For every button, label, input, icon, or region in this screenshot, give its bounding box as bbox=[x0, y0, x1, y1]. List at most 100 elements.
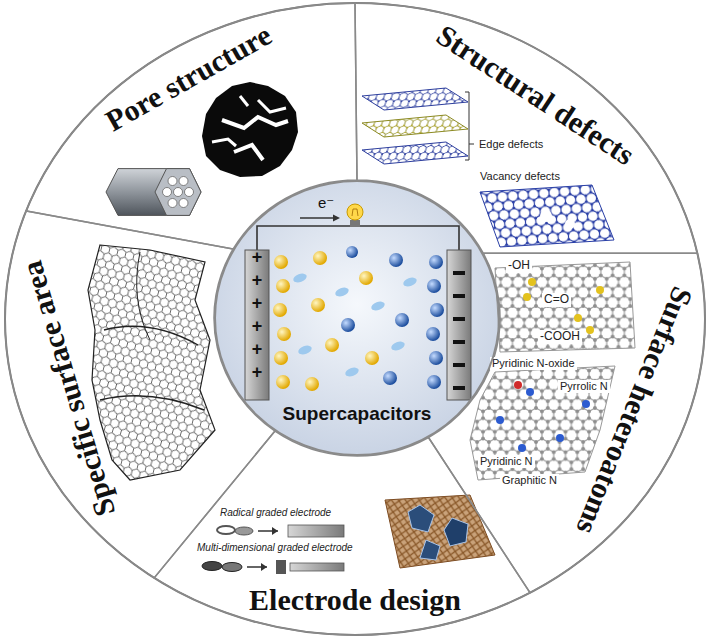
hexagonal-prism bbox=[106, 169, 201, 216]
ions bbox=[325, 338, 339, 352]
crumpled-graphene bbox=[137, 252, 150, 340]
vacancy-sheet bbox=[480, 185, 614, 247]
porous-particle bbox=[212, 139, 236, 146]
vacancy-sheet bbox=[480, 185, 614, 247]
callout-label: Graphitic N bbox=[500, 474, 559, 487]
ions bbox=[311, 298, 325, 312]
electrode-bars bbox=[453, 317, 465, 321]
graded-electrodes bbox=[276, 560, 286, 574]
ions bbox=[427, 279, 441, 293]
hexagonal-prism bbox=[106, 169, 201, 216]
ions bbox=[402, 276, 418, 288]
oxygen-graphene bbox=[574, 314, 582, 322]
mesh-electrode bbox=[385, 495, 495, 568]
electrode-bars bbox=[453, 294, 465, 298]
plus-sign: + bbox=[252, 340, 263, 360]
ions bbox=[395, 313, 409, 327]
ions bbox=[430, 303, 444, 317]
graded-electrodes bbox=[261, 563, 267, 571]
porous-particle bbox=[240, 96, 248, 106]
mesh-electrode bbox=[385, 495, 495, 568]
plus-sign: + bbox=[252, 271, 263, 291]
callout-label: Edge defects bbox=[477, 138, 545, 151]
crumpled-graphene bbox=[88, 245, 215, 480]
plus-sign: + bbox=[252, 363, 263, 383]
mesh-electrode bbox=[444, 518, 468, 546]
graphene-layers bbox=[465, 92, 474, 160]
light-bulb bbox=[347, 204, 363, 227]
ions bbox=[426, 327, 440, 341]
crumpled-graphene bbox=[100, 396, 204, 410]
oxygen-graphene bbox=[495, 262, 635, 352]
ions bbox=[273, 303, 287, 317]
light-bulb bbox=[350, 220, 360, 227]
porous-particle bbox=[258, 100, 286, 112]
callout-label: -OH bbox=[506, 259, 532, 273]
graded-electrodes bbox=[217, 526, 235, 534]
ions bbox=[429, 351, 443, 365]
nitrogen-graphene bbox=[470, 366, 615, 480]
ions bbox=[390, 340, 406, 352]
sector-title: Pore structure bbox=[100, 19, 276, 137]
ions bbox=[370, 300, 386, 312]
hexagonal-prism bbox=[168, 177, 177, 186]
ions bbox=[297, 344, 313, 356]
graphene-layers bbox=[362, 88, 468, 110]
porous-particle bbox=[202, 82, 298, 177]
sector-outline bbox=[154, 431, 530, 635]
callout-label: Pyridinic N-oxide bbox=[490, 357, 577, 370]
nitrogen-graphene bbox=[556, 434, 564, 442]
electrode-bars bbox=[447, 250, 471, 400]
hexagonal-prism bbox=[163, 188, 172, 197]
callout-label: Pyrrolic N bbox=[558, 380, 610, 393]
callout-label: Vacancy defects bbox=[478, 170, 562, 183]
sector-title: Surface heteroatoms bbox=[571, 283, 699, 539]
hexagonal-prism bbox=[185, 188, 194, 197]
plus-sign: + bbox=[252, 317, 263, 337]
circle-outline bbox=[215, 181, 499, 455]
ions bbox=[427, 375, 441, 389]
ions bbox=[346, 246, 358, 258]
sector-title: Electrode design bbox=[249, 584, 461, 616]
hexagonal-prism bbox=[168, 199, 177, 208]
ions bbox=[274, 255, 288, 269]
wheel-ground bbox=[5, 3, 705, 635]
graded-electrodes bbox=[290, 563, 344, 571]
hexagonal-prism bbox=[179, 199, 188, 208]
crumpled-graphene bbox=[88, 245, 215, 480]
ions bbox=[365, 351, 379, 365]
graded-electrodes bbox=[288, 525, 344, 537]
ions bbox=[389, 253, 403, 267]
nitrogen-graphene bbox=[496, 416, 504, 424]
graded-electrodes bbox=[235, 527, 253, 535]
porous-particle bbox=[222, 117, 288, 128]
graded-electrodes bbox=[222, 563, 242, 572]
device-title: Supercapacitors bbox=[283, 404, 432, 425]
porous-particle bbox=[202, 82, 298, 177]
ions bbox=[341, 318, 355, 332]
circuit-wire bbox=[300, 217, 336, 218]
ions bbox=[359, 271, 373, 285]
vacancy-sheet bbox=[540, 210, 552, 222]
sector-outline bbox=[5, 211, 275, 578]
ions bbox=[313, 251, 327, 265]
hexagonal-prism bbox=[155, 169, 201, 216]
circuit-wire bbox=[333, 215, 340, 222]
sector-outline bbox=[429, 253, 706, 592]
mesh-electrode bbox=[385, 495, 495, 568]
nitrogen-graphene bbox=[470, 366, 615, 480]
graphene-layers bbox=[362, 115, 468, 137]
crumpled-graphene bbox=[88, 245, 215, 480]
graded-electrodes bbox=[272, 527, 278, 535]
wheel-ground bbox=[5, 3, 705, 635]
oxygen-graphene bbox=[596, 286, 604, 294]
ions bbox=[292, 272, 308, 284]
crumpled-graphene bbox=[104, 326, 198, 345]
center-circle: e⁻++++++Supercapacitors bbox=[214, 180, 500, 456]
sector-title: Specific surface area bbox=[15, 257, 120, 519]
electrode-bars bbox=[245, 250, 269, 400]
light-bulb bbox=[347, 204, 363, 220]
